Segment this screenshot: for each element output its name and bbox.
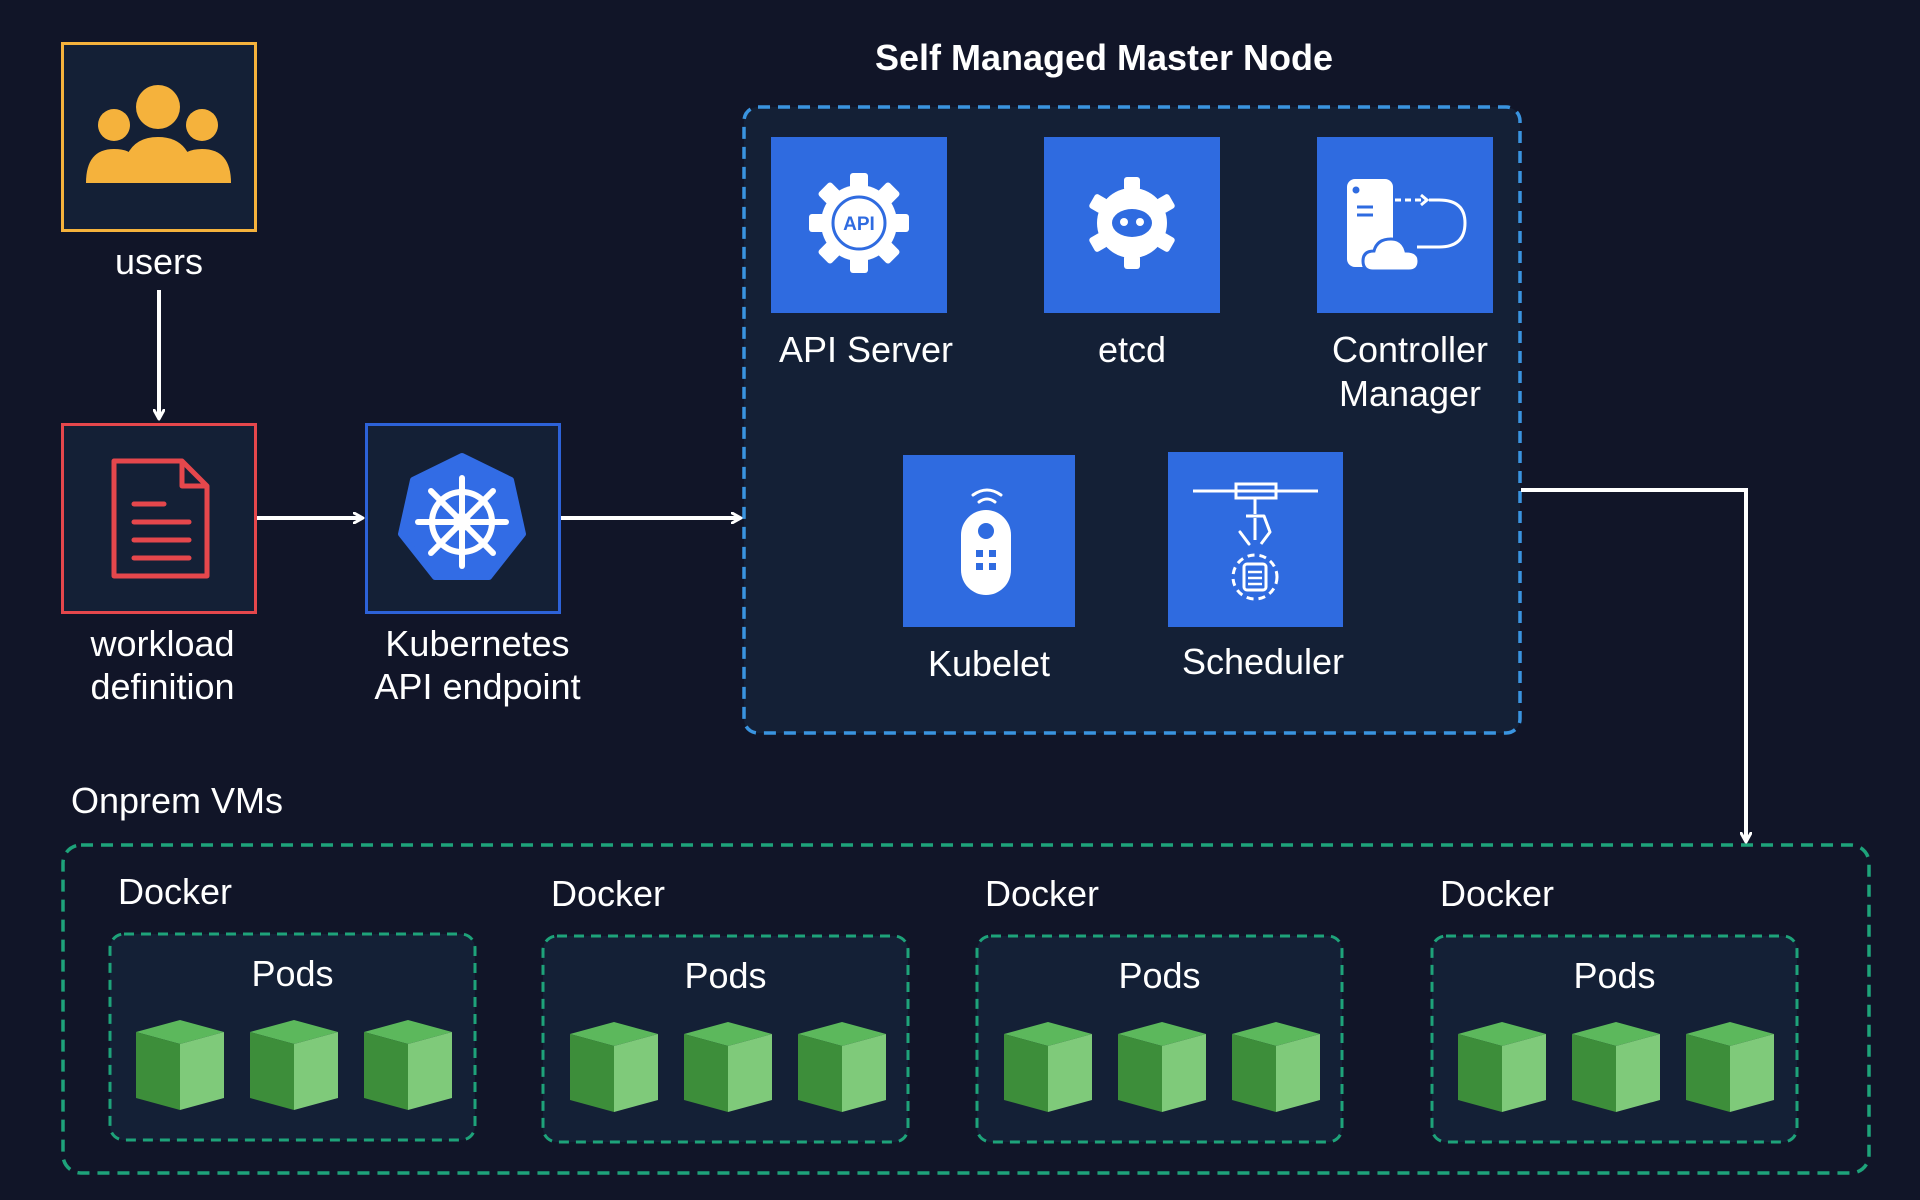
pods-label: Pods bbox=[684, 955, 767, 996]
users-label: users bbox=[114, 241, 204, 282]
controller-manager-label-line1: Controller bbox=[1331, 329, 1489, 370]
endpoint-label-line1: Kubernetes bbox=[385, 623, 570, 664]
workload-label-line1: workload bbox=[90, 623, 235, 664]
scheduler-label: Scheduler bbox=[1181, 641, 1345, 682]
workload-label-line2: definition bbox=[90, 666, 235, 707]
docker-label: Docker bbox=[118, 871, 233, 912]
scheduler-icon bbox=[1193, 482, 1318, 601]
pod-cube-row bbox=[1002, 1020, 1322, 1114]
onprem-vms-container bbox=[61, 843, 1871, 1175]
pod-cube-row bbox=[134, 1018, 454, 1112]
pod-cube-icon[interactable] bbox=[362, 1018, 454, 1112]
pods-label: Pods bbox=[1573, 955, 1656, 996]
etcd-box[interactable] bbox=[1044, 137, 1220, 313]
onprem-vms-title: Onprem VMs bbox=[71, 780, 284, 821]
docker-label: Docker bbox=[1440, 873, 1555, 914]
pod-cube-icon[interactable] bbox=[248, 1018, 340, 1112]
pods-label: Pods bbox=[1118, 955, 1201, 996]
api-server-label: API Server bbox=[778, 329, 954, 370]
controller-manager-icon bbox=[1347, 179, 1467, 273]
pod-cube-icon[interactable] bbox=[1116, 1020, 1208, 1114]
pod-cube-icon[interactable] bbox=[1570, 1020, 1662, 1114]
kubernetes-helm-icon bbox=[398, 453, 526, 580]
svg-text:API: API bbox=[843, 214, 875, 235]
pod-cube-icon[interactable] bbox=[796, 1020, 888, 1114]
document-icon bbox=[111, 458, 210, 579]
workload-definition-node[interactable] bbox=[61, 423, 257, 614]
pod-cube-icon[interactable] bbox=[1230, 1020, 1322, 1114]
pod-cube-icon[interactable] bbox=[568, 1020, 660, 1114]
users-icon bbox=[86, 85, 231, 183]
controller-manager-label-line2: Manager bbox=[1338, 373, 1482, 414]
pod-cube-icon[interactable] bbox=[1684, 1020, 1776, 1114]
pod-cube-row bbox=[1456, 1020, 1776, 1114]
controller-manager-box[interactable] bbox=[1317, 137, 1493, 313]
kubernetes-api-endpoint-node[interactable] bbox=[365, 423, 561, 614]
docker-label: Docker bbox=[985, 873, 1100, 914]
scheduler-box[interactable] bbox=[1168, 452, 1343, 627]
kubelet-label: Kubelet bbox=[927, 643, 1051, 684]
endpoint-label-line2: API endpoint bbox=[374, 666, 581, 707]
etcd-label: etcd bbox=[1097, 329, 1167, 370]
api-server-box[interactable]: API bbox=[771, 137, 947, 313]
master-node-title: Self Managed Master Node bbox=[874, 37, 1334, 78]
etcd-icon bbox=[1089, 177, 1175, 269]
kubelet-remote-icon bbox=[961, 488, 1011, 595]
pods-label: Pods bbox=[251, 953, 334, 994]
docker-label: Docker bbox=[551, 873, 666, 914]
pod-cube-row bbox=[568, 1020, 888, 1114]
api-gear-icon: API bbox=[809, 173, 909, 273]
users-node[interactable] bbox=[61, 42, 257, 232]
pod-cube-icon[interactable] bbox=[134, 1018, 226, 1112]
pod-cube-icon[interactable] bbox=[1456, 1020, 1548, 1114]
pod-cube-icon[interactable] bbox=[1002, 1020, 1094, 1114]
pod-cube-icon[interactable] bbox=[682, 1020, 774, 1114]
kubelet-box[interactable] bbox=[903, 455, 1075, 627]
arrow-master-to-onprem bbox=[1521, 488, 1746, 841]
